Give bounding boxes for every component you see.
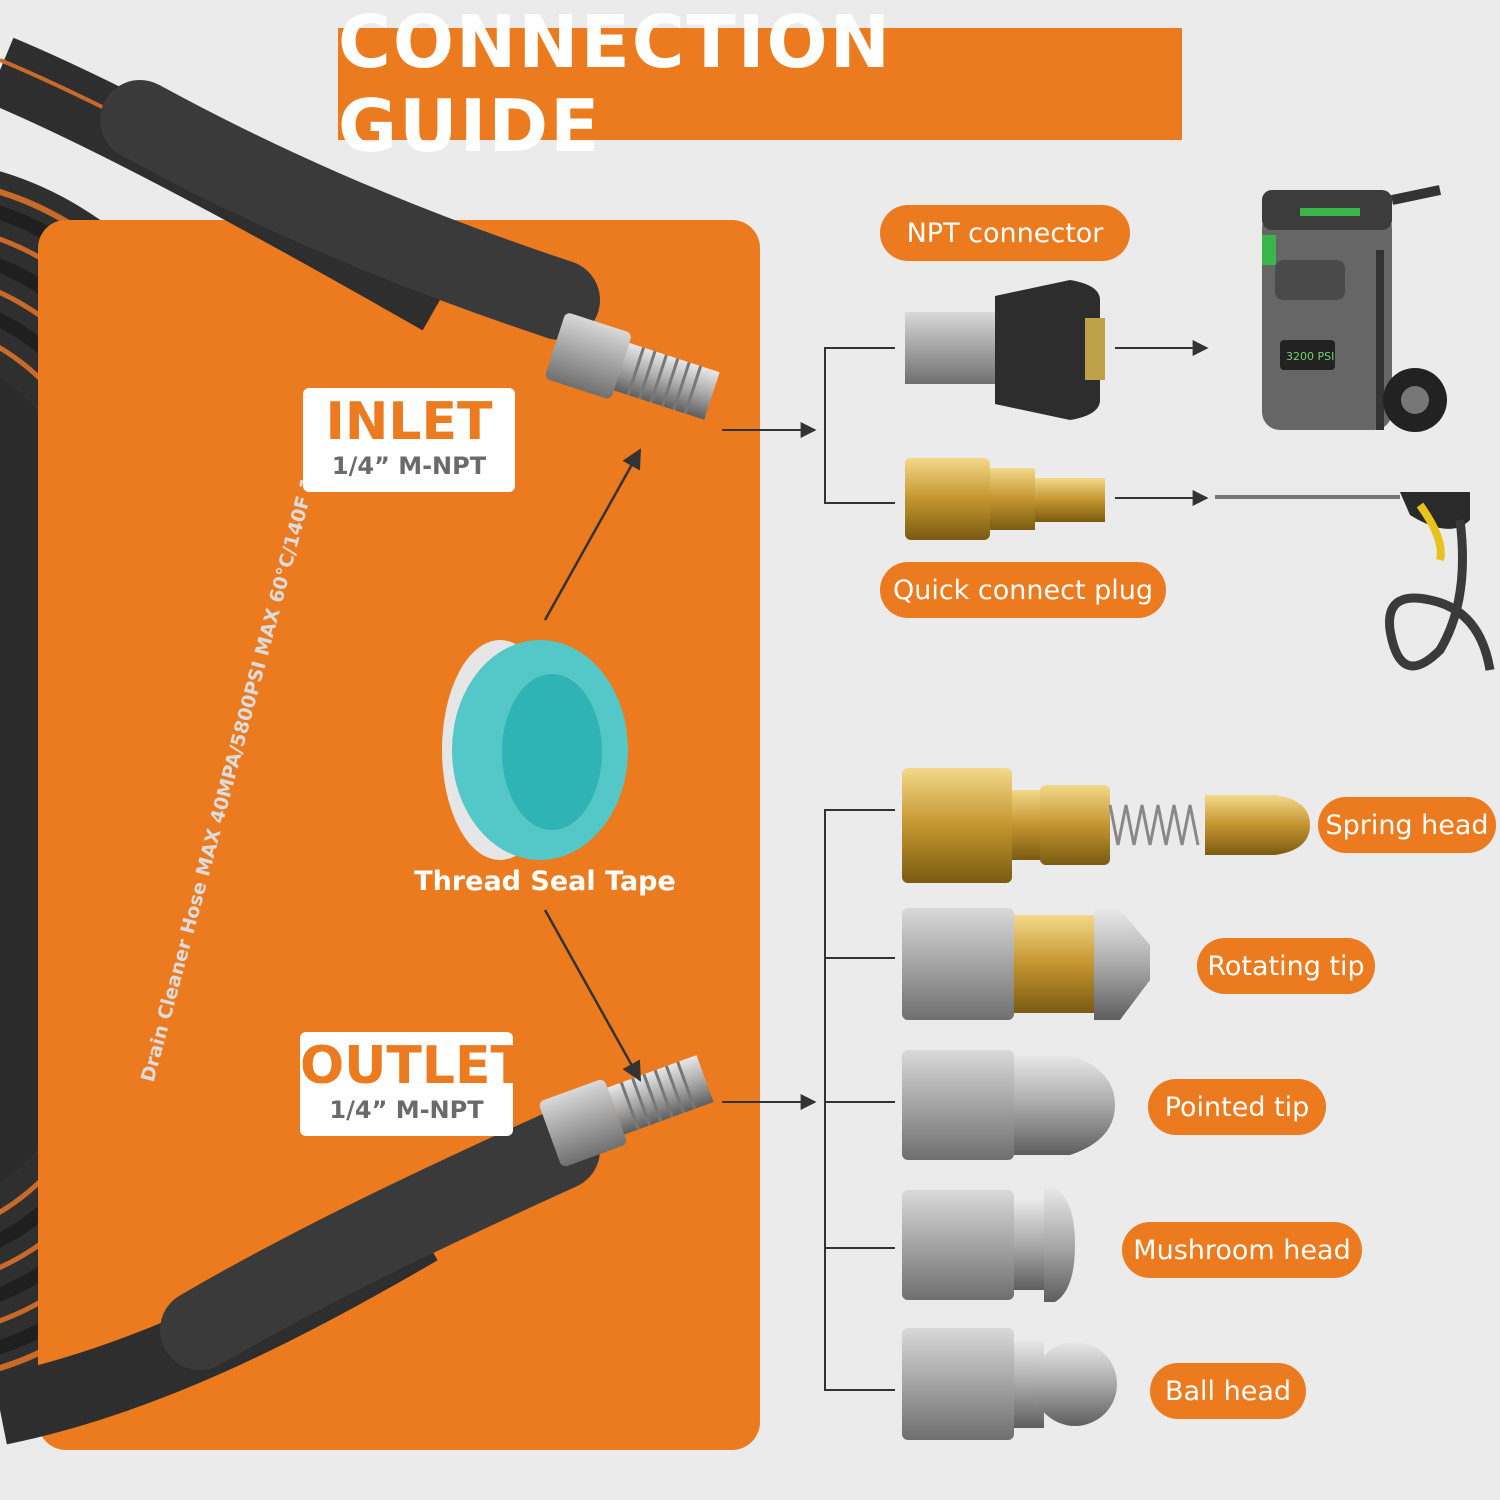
inlet-card: INLET 1/4” M-NPT [303, 388, 515, 492]
rotating-tip-nozzle [902, 908, 1150, 1020]
outlet-label: OUTLET [300, 1036, 527, 1096]
arrow-to-inlet [543, 448, 642, 621]
inlet-label: INLET [325, 392, 493, 452]
npt-connector [905, 280, 1105, 420]
quick-connect-plug [905, 458, 1105, 540]
pointed-tip-label: Pointed tip [1148, 1079, 1326, 1135]
ball-head-nozzle [902, 1328, 1117, 1440]
washer-display: 3200 PSI [1286, 350, 1334, 363]
spray-gun-icon [1215, 492, 1495, 671]
pressure-washer-icon: 3200 PSI [1262, 185, 1447, 432]
hose-upper [0, 37, 600, 340]
spring-head-label: Spring head [1318, 797, 1496, 853]
inlet-fitting [545, 313, 720, 420]
rotating-tip-label: Rotating tip [1197, 938, 1375, 994]
mushroom-head-nozzle [902, 1188, 1075, 1302]
page-title: CONNECTION GUIDE [338, 0, 892, 168]
inlet-branch-lines [722, 340, 1209, 506]
outlet-spec: 1/4” M-NPT [329, 1096, 484, 1124]
ball-head-label: Ball head [1150, 1363, 1306, 1419]
arrow-to-outlet [543, 909, 642, 1082]
outlet-card: OUTLET 1/4” M-NPT [300, 1032, 527, 1136]
pointed-tip-nozzle [902, 1050, 1115, 1160]
thread-seal-tape [442, 640, 628, 860]
outlet-fitting [539, 1055, 714, 1167]
npt-connector-label: NPT connector [880, 205, 1130, 261]
inlet-spec: 1/4” M-NPT [331, 452, 487, 480]
quick-connect-plug-label: Quick connect plug [880, 562, 1166, 618]
hose-lower [0, 1110, 600, 1445]
spring-head-nozzle [902, 768, 1310, 883]
outlet-branch-lines [722, 809, 895, 1391]
thread-seal-tape-label: Thread Seal Tape [414, 866, 676, 897]
mushroom-head-label: Mushroom head [1122, 1222, 1362, 1278]
title-banner: CONNECTION GUIDE [338, 0, 1182, 168]
